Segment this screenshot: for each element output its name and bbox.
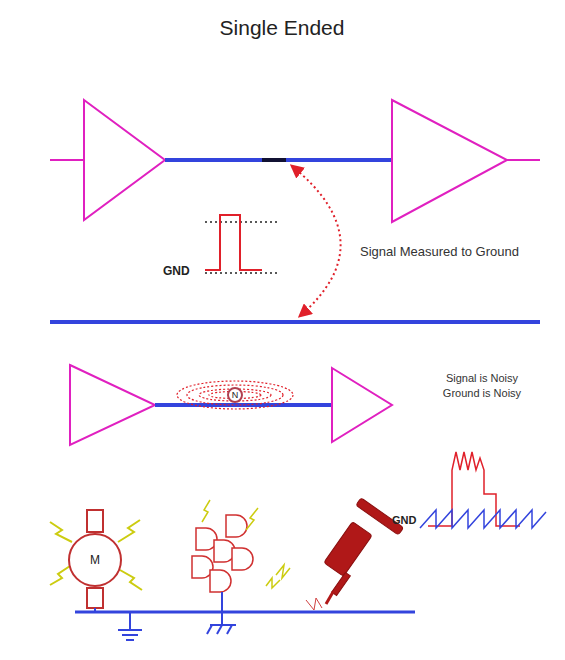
drawn-line: [50, 159, 84, 161]
ground-label: GND: [163, 265, 190, 279]
node-text-holder: N: [232, 391, 239, 400]
drawn-line: [221, 592, 223, 612]
node-circle: [69, 534, 121, 586]
drawn-path: [292, 166, 341, 316]
drawn-path: [232, 548, 253, 570]
drawn-polyline: [266, 578, 280, 588]
drawn-line: [205, 272, 280, 274]
annotation-text: Signal is Noisy: [446, 372, 518, 385]
drawn-line: [262, 158, 286, 162]
drawn-ellipse: [199, 389, 271, 401]
drawn-line: [207, 625, 212, 634]
drawn-rect: [332, 572, 351, 595]
drawn-line: [122, 634, 138, 636]
drawn-polyline: [205, 215, 262, 270]
drawn-ellipse: [177, 381, 293, 409]
drawn-polygon: [70, 365, 155, 445]
node-text-holder: M: [90, 554, 100, 566]
drawn-line: [118, 629, 142, 631]
drawn-polyline: [202, 500, 210, 522]
drawn-g: [192, 515, 253, 592]
drawn-line: [129, 612, 131, 630]
drawn-polyline: [276, 565, 290, 578]
drawn-line: [126, 639, 134, 641]
drawn-polygon: [392, 100, 507, 222]
drawn-line: [205, 221, 280, 223]
diagram-title: Single Ended: [220, 16, 345, 40]
drawn-ellipse: [187, 385, 283, 405]
drawn-path: [226, 515, 247, 537]
drawn-line: [507, 159, 540, 161]
drawn-line: [217, 625, 222, 634]
drawn-polyline: [120, 570, 142, 590]
drawn-g: [324, 498, 404, 596]
drawn-line: [165, 158, 392, 162]
drawn-line: [227, 625, 232, 634]
drawn-rect: [87, 588, 103, 608]
drawn-polygon: [84, 100, 165, 220]
noise-source: N: [227, 387, 243, 403]
node-circle: [228, 388, 242, 402]
drawn-polyline: [118, 520, 140, 542]
drawn-path: [210, 570, 231, 592]
drawn-rect: [87, 510, 103, 532]
node-label: M: [90, 554, 100, 566]
drawn-line: [50, 320, 540, 324]
drawn-polyline: [246, 508, 258, 530]
drawn-line: [221, 612, 223, 625]
drawn-polyline: [306, 598, 322, 610]
drawn-line: [94, 608, 96, 612]
drawn-polyline: [50, 566, 70, 585]
motor-symbol: M: [68, 533, 122, 587]
drawn-polyline: [50, 522, 72, 542]
node-label: N: [232, 391, 239, 400]
drawn-rect: [324, 522, 372, 577]
drawn-ellipse: [209, 392, 261, 399]
drawn-polyline: [420, 510, 546, 528]
drawn-line: [75, 611, 415, 614]
drawn-polygon: [332, 368, 392, 442]
ground-label: GND: [392, 514, 416, 527]
annotation-text: Ground is Noisy: [443, 387, 521, 400]
annotation-text: Signal Measured to Ground: [360, 245, 519, 260]
drawn-polyline: [428, 452, 520, 526]
drawn-line: [326, 592, 333, 604]
